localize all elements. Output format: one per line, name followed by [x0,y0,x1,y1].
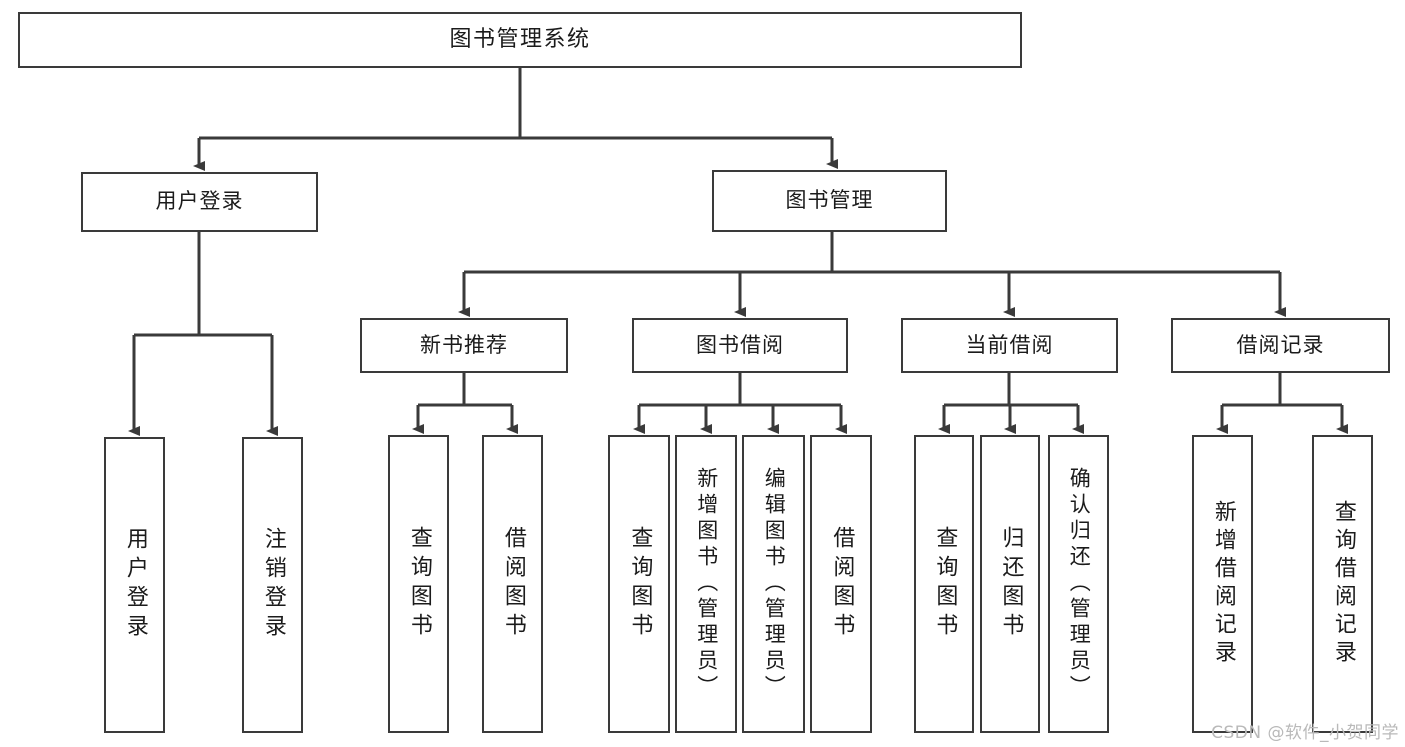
node-leaf-borrow-book-2[interactable]: 借阅图书 [810,435,872,733]
node-leaf-borrow-book-2-label: 借阅图书 [829,526,855,642]
node-leaf-query-book-2[interactable]: 查询图书 [608,435,670,733]
node-leaf-logout-label: 注销登录 [260,527,286,643]
node-new-book-recommend[interactable]: 新书推荐 [360,318,568,373]
node-leaf-add-book-label: 新增图书（管理员） [694,467,719,701]
node-leaf-query-record-label: 查询借阅记录 [1330,500,1356,668]
node-user-login[interactable]: 用户登录 [81,172,318,232]
node-book-manage[interactable]: 图书管理 [712,170,947,232]
node-root-label: 图书管理系统 [449,26,591,52]
node-borrow-record-label: 借阅记录 [1236,332,1325,357]
node-leaf-query-book-3[interactable]: 查询图书 [914,435,974,733]
node-borrow-record[interactable]: 借阅记录 [1171,318,1390,373]
node-leaf-return-book-label: 归还图书 [998,526,1024,642]
node-leaf-return-book[interactable]: 归还图书 [980,435,1040,733]
node-book-manage-label: 图书管理 [785,188,874,213]
node-leaf-confirm-return[interactable]: 确认归还（管理员） [1048,435,1109,733]
node-leaf-user-login[interactable]: 用户登录 [104,437,165,733]
node-leaf-query-record[interactable]: 查询借阅记录 [1312,435,1373,733]
node-leaf-user-login-label: 用户登录 [122,527,148,643]
node-root[interactable]: 图书管理系统 [18,12,1022,68]
node-book-borrow[interactable]: 图书借阅 [632,318,848,373]
node-leaf-edit-book[interactable]: 编辑图书（管理员） [742,435,805,733]
node-leaf-borrow-book-1[interactable]: 借阅图书 [482,435,543,733]
node-new-book-recommend-label: 新书推荐 [420,332,508,357]
node-current-borrow-label: 当前借阅 [965,332,1054,357]
node-leaf-logout[interactable]: 注销登录 [242,437,303,733]
node-leaf-borrow-book-1-label: 借阅图书 [500,526,526,642]
node-leaf-query-book-1-label: 查询图书 [406,526,432,642]
node-leaf-query-book-2-label: 查询图书 [627,526,653,642]
node-leaf-confirm-return-label: 确认归还（管理员） [1067,467,1092,701]
node-leaf-add-record-label: 新增借阅记录 [1210,500,1236,668]
csdn-watermark: CSDN @软件_小贺同学 [1211,723,1399,743]
node-user-login-label: 用户登录 [155,189,244,214]
node-current-borrow[interactable]: 当前借阅 [901,318,1118,373]
node-leaf-edit-book-label: 编辑图书（管理员） [762,467,787,701]
node-leaf-query-book-1[interactable]: 查询图书 [388,435,449,733]
node-leaf-query-book-3-label: 查询图书 [932,526,958,642]
node-leaf-add-book[interactable]: 新增图书（管理员） [675,435,737,733]
node-book-borrow-label: 图书借阅 [696,332,784,357]
node-leaf-add-record[interactable]: 新增借阅记录 [1192,435,1253,733]
